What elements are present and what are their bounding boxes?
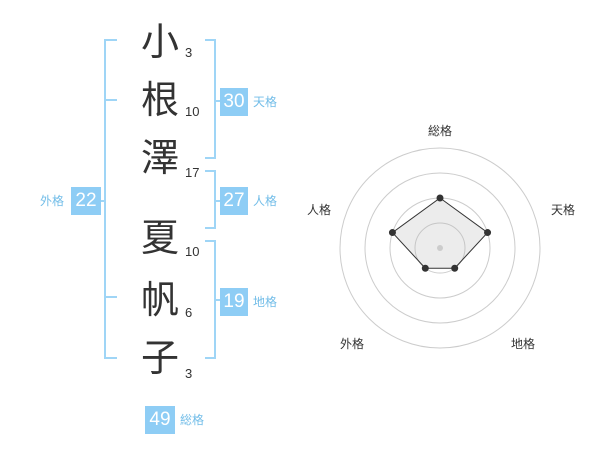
radar-center-dot: [437, 245, 443, 251]
radar-point-1: [436, 194, 444, 202]
radar-ring-1: [414, 222, 466, 274]
stroke-count-4: 10: [185, 244, 200, 259]
gaikaku-label: 外格: [40, 194, 65, 208]
radar-axis-label-chikaku: 地格: [511, 337, 536, 351]
name-char-2: 根: [140, 78, 179, 122]
name-char-4: 夏: [140, 216, 179, 260]
gaikaku-value: 22: [71, 187, 101, 215]
chikaku-label: 地格: [253, 295, 278, 309]
jinkaku-label: 人格: [253, 194, 278, 208]
stroke-count-1: 3: [185, 45, 193, 60]
radar-point-5: [388, 229, 396, 237]
stroke-count-2: 10: [185, 104, 200, 119]
radar-axis-label-soukaku: 総格: [428, 124, 453, 138]
radar-point-3: [451, 264, 459, 272]
radar-point-4: [421, 264, 429, 272]
radar-point-2: [484, 229, 492, 237]
stroke-count-3: 17: [185, 165, 200, 180]
tenkaku-value: 30: [220, 88, 248, 116]
stroke-count-5: 6: [185, 305, 193, 320]
stroke-count-6: 3: [185, 366, 193, 381]
soukaku-label: 総格: [180, 413, 205, 427]
tenkaku-bracket: [205, 39, 216, 159]
radar-ring-4: [339, 147, 541, 349]
radar-axis-label-gaikaku: 外格: [340, 337, 365, 351]
name-char-6: 子: [140, 336, 179, 380]
radar-axis-label-jinkaku: 人格: [307, 203, 332, 217]
radar-ring-3: [364, 172, 516, 324]
tenkaku-label: 天格: [253, 95, 278, 109]
gaikaku-bracket: [104, 39, 117, 359]
soukaku-value: 49: [145, 406, 175, 434]
radar-series-polygon: [391, 197, 489, 269]
radar-axis-label-tenkaku: 天格: [551, 203, 576, 217]
jinkaku-bracket: [205, 170, 216, 229]
name-char-5: 帆: [140, 278, 179, 322]
name-char-3: 澤: [140, 136, 179, 180]
jinkaku-value: 27: [220, 187, 248, 215]
chikaku-value: 19: [220, 288, 248, 316]
name-char-1: 小: [140, 20, 179, 64]
